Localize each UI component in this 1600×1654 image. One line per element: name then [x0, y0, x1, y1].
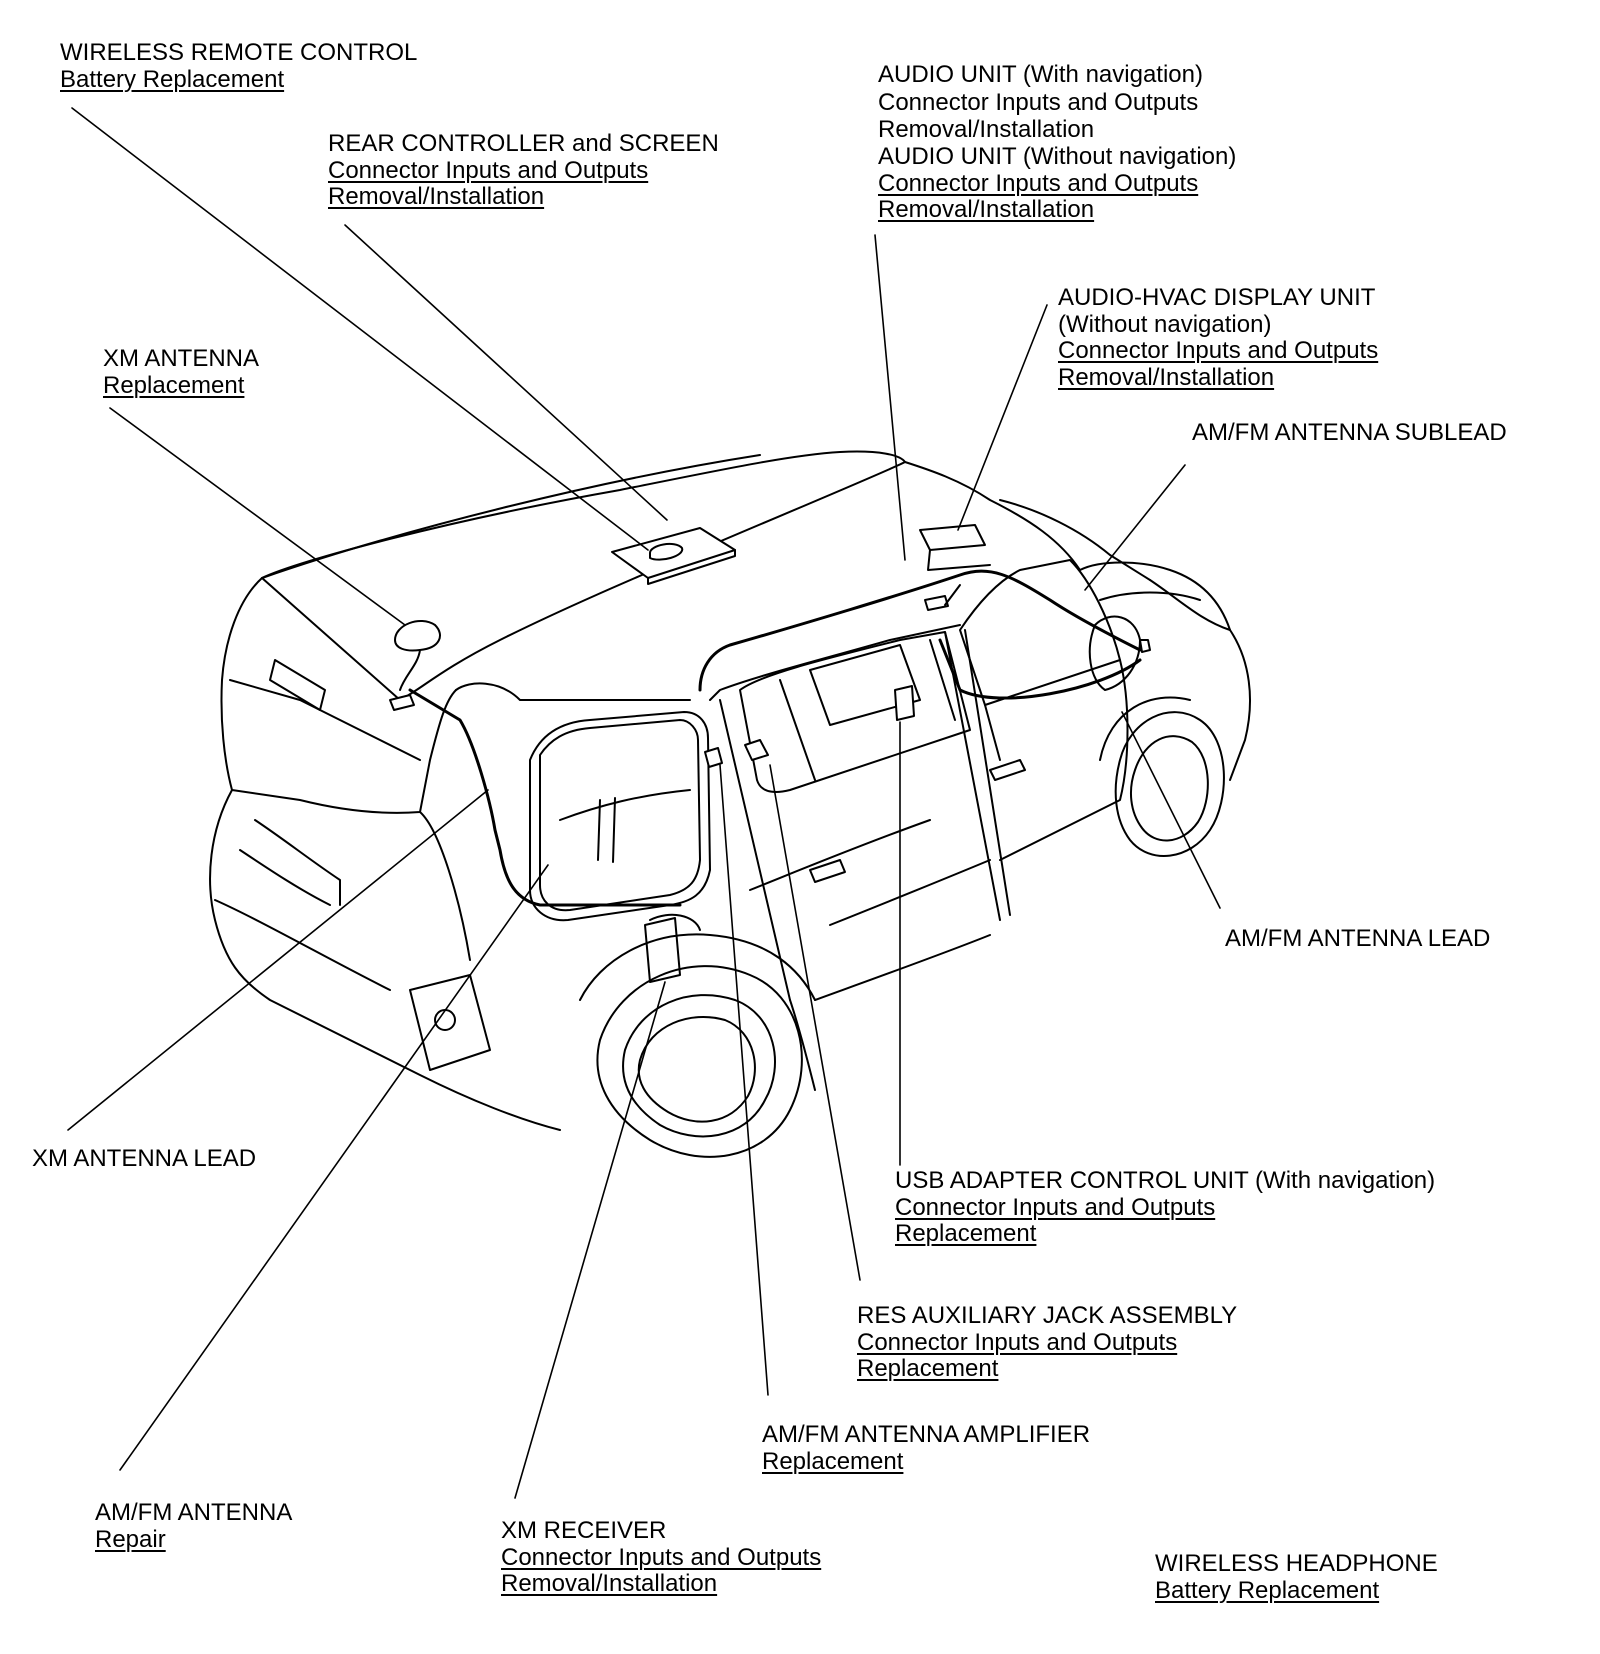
callout-wireless-headphone: WIRELESS HEADPHONE Battery Replacement	[1155, 1550, 1438, 1604]
leader-res-aux	[769, 764, 861, 1281]
callout-xm-antenna: XM ANTENNA Replacement	[103, 345, 260, 399]
leader-wireless-remote	[71, 107, 649, 551]
callout-title: AUDIO-HVAC DISPLAY UNIT	[1058, 284, 1376, 311]
callout-amfm-sublead: AM/FM ANTENNA SUBLEAD	[1192, 419, 1507, 447]
callout-wireless-remote: WIRELESS REMOTE CONTROL Battery Replacem…	[60, 39, 418, 93]
callout-title: RES AUXILIARY JACK ASSEMBLY	[857, 1302, 1238, 1329]
callout-title: REAR CONTROLLER and SCREEN	[328, 130, 719, 157]
replacement-link[interactable]: Replacement	[762, 1447, 904, 1475]
xm-antenna-lead-wire	[408, 688, 682, 907]
leader-amfm-lead	[1121, 711, 1221, 909]
removal-installation-link[interactable]: Removal/Installation	[1058, 363, 1275, 391]
removal-installation-link[interactable]: Removal/Installation	[328, 183, 545, 210]
leader-amfm-antenna	[119, 864, 549, 1471]
removal-installation-link[interactable]: Removal/Installation	[501, 1570, 718, 1597]
connector-inputs-outputs-link[interactable]: Connector Inputs and Outputs	[501, 1543, 822, 1571]
leader-rear-controller	[344, 224, 668, 521]
callout-usb-adapter: USB ADAPTER CONTROL UNIT (With navigatio…	[895, 1167, 1436, 1248]
callout-title: XM RECEIVER	[501, 1517, 667, 1544]
connector-inputs-outputs-link[interactable]: Connector Inputs and Outputs	[895, 1193, 1216, 1221]
callout-xm-antenna-lead: XM ANTENNA LEAD	[32, 1145, 257, 1173]
callout-title: AM/FM ANTENNA LEAD	[1225, 925, 1491, 952]
connector-inputs-outputs-link[interactable]: Connector Inputs and Outputs	[857, 1328, 1178, 1356]
callout-xm-receiver: XM RECEIVER Connector Inputs and Outputs…	[501, 1517, 822, 1598]
amfm-antenna-lead-wire	[698, 569, 1142, 692]
battery-replacement-link[interactable]: Battery Replacement	[60, 65, 285, 93]
replacement-link[interactable]: Replacement	[895, 1220, 1037, 1247]
rear-quarter-window	[539, 719, 701, 912]
callout-amfm-lead: AM/FM ANTENNA LEAD	[1225, 925, 1491, 953]
callout-title: AUDIO UNIT (Without navigation)	[878, 143, 1237, 170]
callout-title: USB ADAPTER CONTROL UNIT (With navigatio…	[895, 1167, 1436, 1194]
leader-amfm-sublead	[1084, 464, 1186, 591]
battery-replacement-link[interactable]: Battery Replacement	[1155, 1576, 1380, 1604]
connector-inputs-outputs-link[interactable]: Connector Inputs and Outputs	[878, 169, 1199, 197]
callout-title: AM/FM ANTENNA SUBLEAD	[1192, 419, 1507, 446]
callout-rear-controller: REAR CONTROLLER and SCREEN Connector Inp…	[328, 130, 719, 211]
leader-xm-receiver	[514, 981, 666, 1499]
callout-title: XM ANTENNA	[103, 345, 260, 372]
callout-amfm-antenna: AM/FM ANTENNA Repair	[95, 1499, 293, 1553]
xm-antenna-shape	[394, 620, 441, 652]
leader-audio-unit	[874, 234, 906, 561]
callout-amfm-amplifier: AM/FM ANTENNA AMPLIFIER Replacement	[762, 1421, 1091, 1475]
callout-title: AUDIO UNIT (With navigation)	[878, 61, 1203, 88]
callout-audio-unit-nav: AUDIO UNIT (With navigation) Connector I…	[878, 61, 1203, 144]
rear-hatch	[220, 577, 457, 814]
connector-inputs-outputs-link[interactable]: Connector Inputs and Outputs	[328, 156, 649, 184]
removal-installation-link[interactable]: Removal/Installation	[878, 116, 1095, 143]
leader-xm-antenna	[109, 407, 406, 626]
callout-res-aux-jack: RES AUXILIARY JACK ASSEMBLY Connector In…	[857, 1302, 1238, 1383]
connector-inputs-outputs-link[interactable]: Connector Inputs and Outputs	[1058, 337, 1379, 364]
connector-inputs-outputs-link[interactable]: Connector Inputs and Outputs	[878, 88, 1199, 116]
callout-audio-hvac-display: AUDIO-HVAC DISPLAY UNIT (Without navigat…	[1058, 284, 1379, 391]
callout-title: WIRELESS HEADPHONE	[1155, 1550, 1438, 1577]
removal-installation-link[interactable]: Removal/Installation	[878, 196, 1095, 223]
replacement-link[interactable]: Replacement	[857, 1355, 999, 1382]
callout-subtitle: (Without navigation)	[1058, 310, 1272, 338]
leader-xm-antenna-lead	[67, 789, 489, 1131]
callout-title: XM ANTENNA LEAD	[32, 1145, 257, 1172]
repair-link[interactable]: Repair	[95, 1525, 166, 1553]
callout-title: AM/FM ANTENNA	[95, 1499, 293, 1526]
replacement-link[interactable]: Replacement	[103, 371, 245, 399]
leader-amfm-amplifier	[719, 764, 769, 1396]
callout-title: WIRELESS REMOTE CONTROL	[60, 39, 418, 66]
callout-title: AM/FM ANTENNA AMPLIFIER	[762, 1421, 1091, 1448]
leader-audio-hvac	[957, 304, 1048, 531]
callout-audio-unit-no-nav: AUDIO UNIT (Without navigation) Connecto…	[878, 143, 1237, 224]
